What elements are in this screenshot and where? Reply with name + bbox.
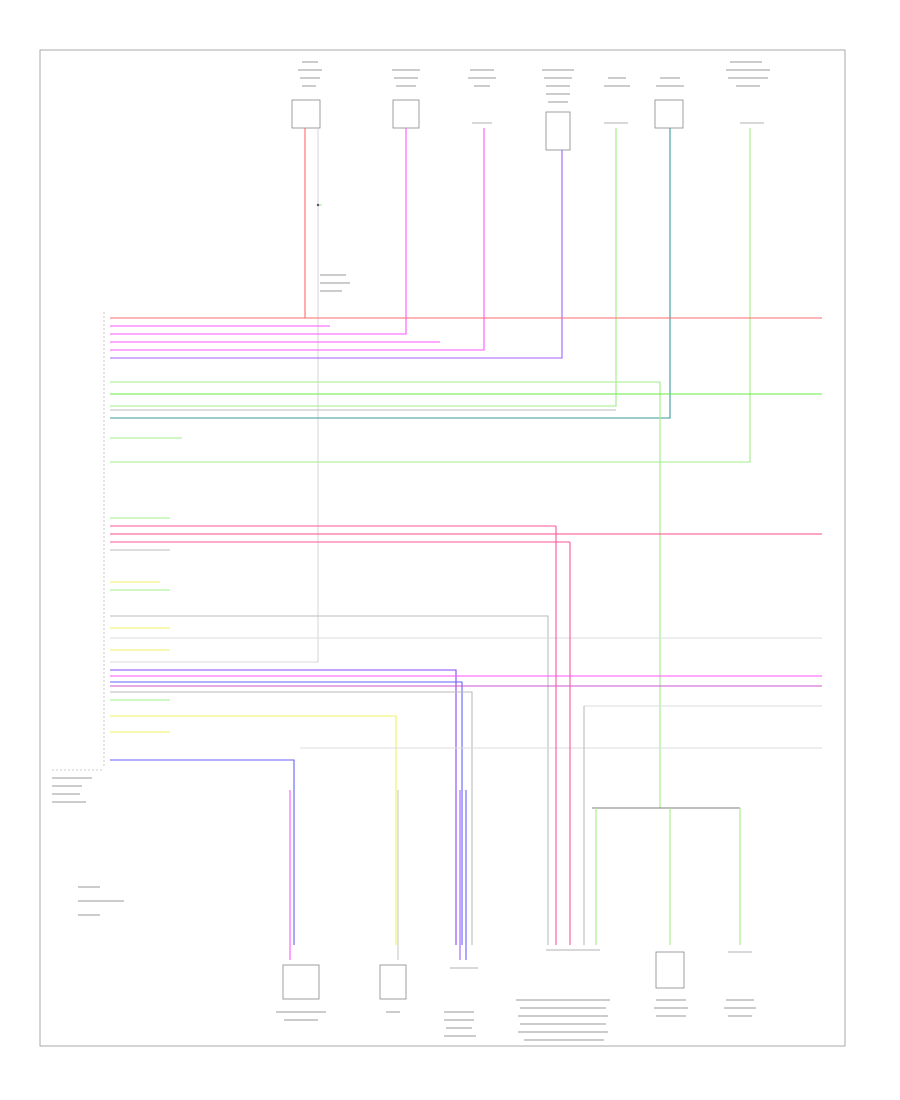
wire-gray-bus (110, 691, 473, 945)
ecu-connector (52, 312, 105, 803)
wire-gray-top (110, 128, 319, 663)
wire-blue-bus (110, 681, 463, 945)
bottom-vertical-wires (289, 790, 467, 960)
top-components (291, 61, 770, 151)
component-2 (392, 69, 420, 129)
wire-teal (110, 128, 671, 419)
top-vertical-wires (110, 128, 751, 663)
bottom-components (276, 949, 756, 1041)
component-6 (654, 77, 684, 129)
horizontal-wires (110, 317, 822, 945)
component-3 (468, 69, 496, 124)
wire-violet (110, 150, 563, 359)
wire-violet-bus (110, 669, 457, 945)
wire-gray-c (110, 615, 549, 945)
splice-stub (316, 203, 350, 292)
component-4 (542, 69, 574, 151)
component-7 (726, 61, 770, 124)
bottom-component-3 (444, 967, 478, 1037)
component-1 (291, 61, 322, 129)
bottom-component-6 (724, 951, 756, 1017)
bottom-component-2 (379, 964, 407, 1013)
bottom-component-4 (516, 949, 610, 1041)
wire-green-2 (110, 128, 751, 463)
component-5 (604, 77, 630, 124)
legend (78, 886, 124, 916)
wire-magenta-1 (110, 128, 407, 335)
wire-blue-main (110, 759, 295, 945)
diagram-frame (39, 49, 846, 1047)
bottom-component-5 (654, 951, 688, 1017)
wire-green-1 (110, 128, 617, 407)
wire-green-3 (110, 381, 661, 808)
bottom-component-1 (276, 964, 326, 1021)
wire-magenta-2 (110, 128, 485, 351)
wire-yellow-main (110, 715, 397, 945)
